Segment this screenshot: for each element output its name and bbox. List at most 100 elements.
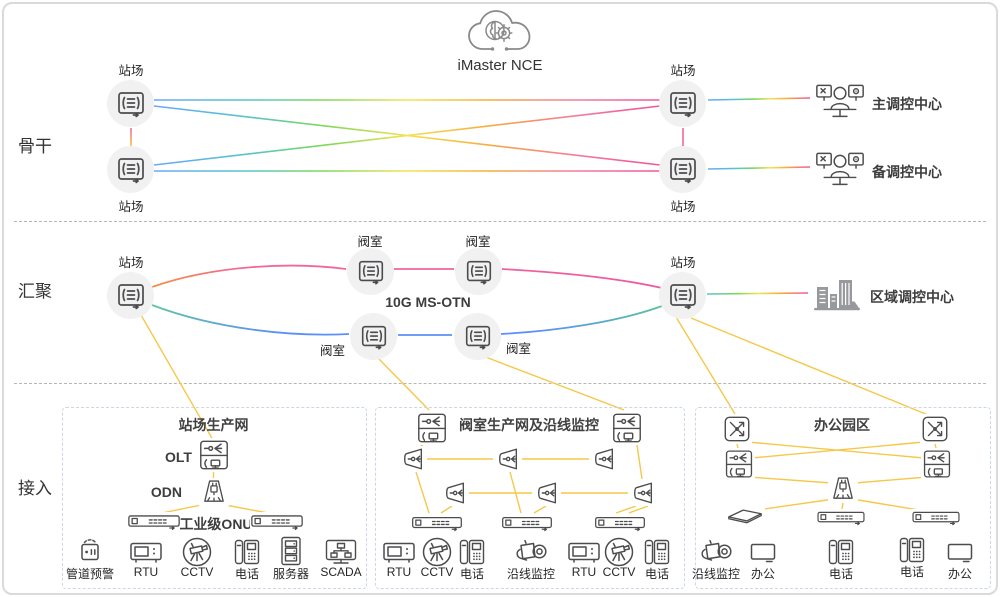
device-label: 办公 <box>947 567 972 581</box>
backbone-station-node <box>659 80 706 127</box>
phone-icon <box>232 537 262 567</box>
optical-splitter-icon <box>589 446 618 472</box>
aggregation-station-node <box>659 272 706 319</box>
onu-icon <box>593 514 647 532</box>
optical-splitter-icon <box>398 446 427 472</box>
layer-label-aggregation: 汇聚 <box>18 282 52 301</box>
valve-box-title: 阀室生产网及沿线监控 <box>459 417 599 433</box>
station-label: 站场 <box>118 64 144 78</box>
device-label: RTU <box>386 565 412 579</box>
otn-device-icon <box>666 87 700 121</box>
valve-room-node <box>454 313 501 360</box>
device-label: 电话 <box>234 567 259 581</box>
phone-icon <box>642 537 672 567</box>
cctv-icon <box>603 536 635 568</box>
device-label: 服务器 <box>272 567 309 581</box>
device-label: CCTV <box>602 565 636 579</box>
rtu-icon <box>381 539 417 565</box>
office-campus-box <box>695 407 991 589</box>
device-label: 电话 <box>459 567 484 581</box>
device-label: SCADA <box>320 565 362 579</box>
valve-room-node <box>350 313 397 360</box>
valve-room-label: 阀室 <box>506 342 532 356</box>
otn-device-icon <box>358 321 390 353</box>
valve-room-node <box>347 248 394 295</box>
valve-room-label: 阀室 <box>319 344 345 358</box>
olt-icon <box>610 411 644 445</box>
onu-icon <box>816 509 866 526</box>
backbone-station-node <box>107 80 154 127</box>
scada-icon <box>323 537 359 567</box>
office-box-title: 办公园区 <box>814 417 870 433</box>
device-label: RTU <box>133 565 159 579</box>
router-icon <box>722 414 752 444</box>
valve-room-label: 阀室 <box>357 235 383 249</box>
olt-label: OLT <box>165 449 192 465</box>
onu-icon <box>911 509 961 526</box>
rtu-icon <box>128 539 164 565</box>
aggregation-access-divider <box>14 383 986 384</box>
pipeline-alarm-icon <box>75 536 105 566</box>
layer-label-backbone: 骨干 <box>18 137 52 156</box>
backbone-station-node <box>107 146 154 193</box>
optical-splitter-icon <box>493 446 522 472</box>
station-label: 站场 <box>118 200 144 214</box>
regional-control-center-label: 区域调控中心 <box>870 289 954 305</box>
industrial-onu-icon <box>250 512 304 531</box>
onu-icon <box>410 514 464 532</box>
odn-splitter-icon <box>199 478 229 506</box>
operator-workstation-icon <box>813 147 867 193</box>
device-label: 办公 <box>750 567 775 581</box>
olt-icon <box>921 448 953 480</box>
optical-splitter-icon <box>532 480 561 506</box>
odn-label: ODN <box>150 484 182 500</box>
station-box-title: 站场生产网 <box>178 417 249 433</box>
main-control-center-label: 主调控中心 <box>872 96 942 112</box>
station-label: 站场 <box>670 256 696 270</box>
server-icon <box>278 535 304 567</box>
cloud-label: iMaster NCE <box>457 57 543 74</box>
otn-device-icon <box>666 153 700 187</box>
station-label: 站场 <box>118 256 144 270</box>
industrial-onu-label: 工业级ONU <box>179 516 253 532</box>
station-label: 站场 <box>670 64 696 78</box>
industrial-onu-icon <box>127 512 181 531</box>
optical-splitter-icon <box>440 480 469 506</box>
surveillance-camera-icon <box>697 538 735 566</box>
office-monitor-icon <box>945 541 975 565</box>
phone-icon <box>457 537 487 567</box>
device-label: 电话 <box>828 567 853 581</box>
device-label: 管道预警 <box>65 567 114 581</box>
surveillance-camera-icon <box>512 538 550 566</box>
odn-splitter-icon <box>828 475 858 503</box>
wifi-ap-icon <box>725 507 765 525</box>
layer-label-access: 接入 <box>18 479 52 498</box>
backbone-station-node <box>659 146 706 193</box>
phone-icon <box>897 535 927 565</box>
aggregation-station-node <box>107 272 154 319</box>
device-label: RTU <box>571 565 597 579</box>
olt-icon <box>723 448 755 480</box>
router-icon <box>920 414 950 444</box>
station-production-box <box>62 407 367 589</box>
station-label: 站场 <box>670 200 696 214</box>
valve-production-box <box>375 407 685 589</box>
optical-splitter-icon <box>628 480 657 506</box>
device-label: CCTV <box>420 565 454 579</box>
phone-icon <box>826 537 856 567</box>
olt-icon <box>197 438 231 472</box>
otn-device-icon <box>463 256 495 288</box>
rtu-icon <box>566 539 602 565</box>
city-buildings-icon <box>812 274 864 312</box>
device-label: 电话 <box>644 567 669 581</box>
otn-device-icon <box>114 279 148 313</box>
valve-room-label: 阀室 <box>465 235 491 249</box>
operator-workstation-icon <box>813 79 867 125</box>
device-label: 电话 <box>899 565 924 579</box>
onu-icon <box>500 514 554 532</box>
backbone-aggregation-divider <box>14 221 986 222</box>
cctv-icon <box>181 536 213 568</box>
